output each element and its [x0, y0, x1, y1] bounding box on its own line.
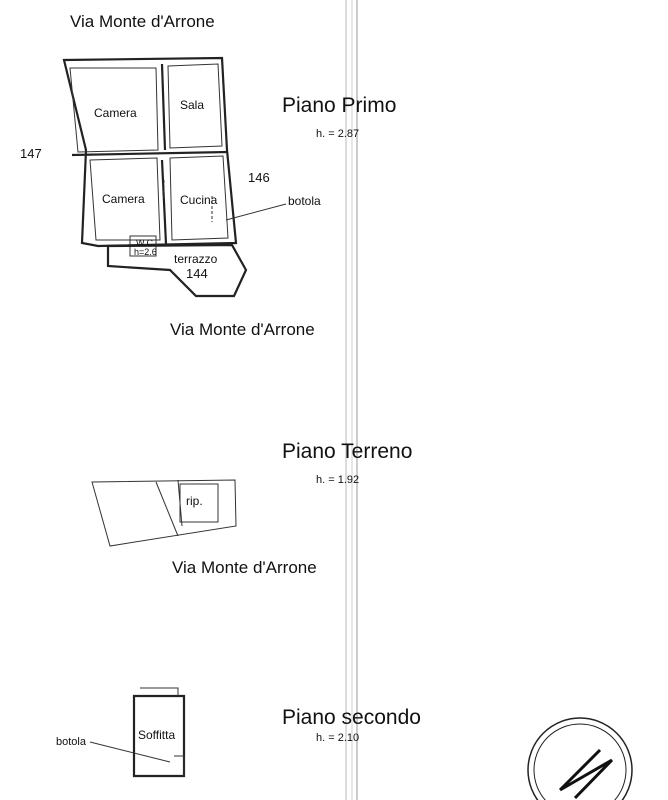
- north-arrow: [527, 717, 633, 800]
- room-wc-height: h=2.6: [134, 247, 157, 257]
- piano-primo-height: h. = 2.87: [316, 128, 360, 140]
- piano-terreno-height: h. = 1.92: [316, 474, 360, 486]
- piano-primo-plan: [62, 56, 287, 298]
- piano-terreno-title: Piano Terreno: [282, 440, 413, 463]
- room-sala: Sala: [180, 98, 205, 112]
- room-rip: rip.: [186, 494, 203, 508]
- neighbor-146: 146: [248, 170, 270, 185]
- piano-secondo-title: Piano secondo: [282, 706, 421, 729]
- piano-secondo-height: h. = 2.10: [316, 732, 360, 744]
- piano-primo-title: Piano Primo: [282, 94, 397, 117]
- street-label-top: Via Monte d'Arrone: [70, 12, 215, 31]
- room-wc: W.C.: [136, 238, 156, 248]
- neighbor-147: 147: [20, 146, 42, 161]
- street-label-low: Via Monte d'Arrone: [172, 558, 317, 577]
- piano-secondo-plan: [89, 687, 186, 778]
- room-terrazzo: terrazzo: [174, 252, 218, 266]
- street-label-mid: Via Monte d'Arrone: [170, 320, 315, 339]
- room-cucina: Cucina: [180, 193, 218, 207]
- room-camera-top: Camera: [94, 106, 137, 120]
- neighbor-144: 144: [186, 266, 208, 281]
- annotation-botola-secondo: botola: [56, 736, 86, 748]
- piano-terreno-plan: [91, 479, 237, 547]
- room-soffitta: Soffitta: [138, 728, 176, 742]
- room-camera-bottom: Camera: [102, 192, 145, 206]
- annotation-botola: botola: [288, 194, 321, 208]
